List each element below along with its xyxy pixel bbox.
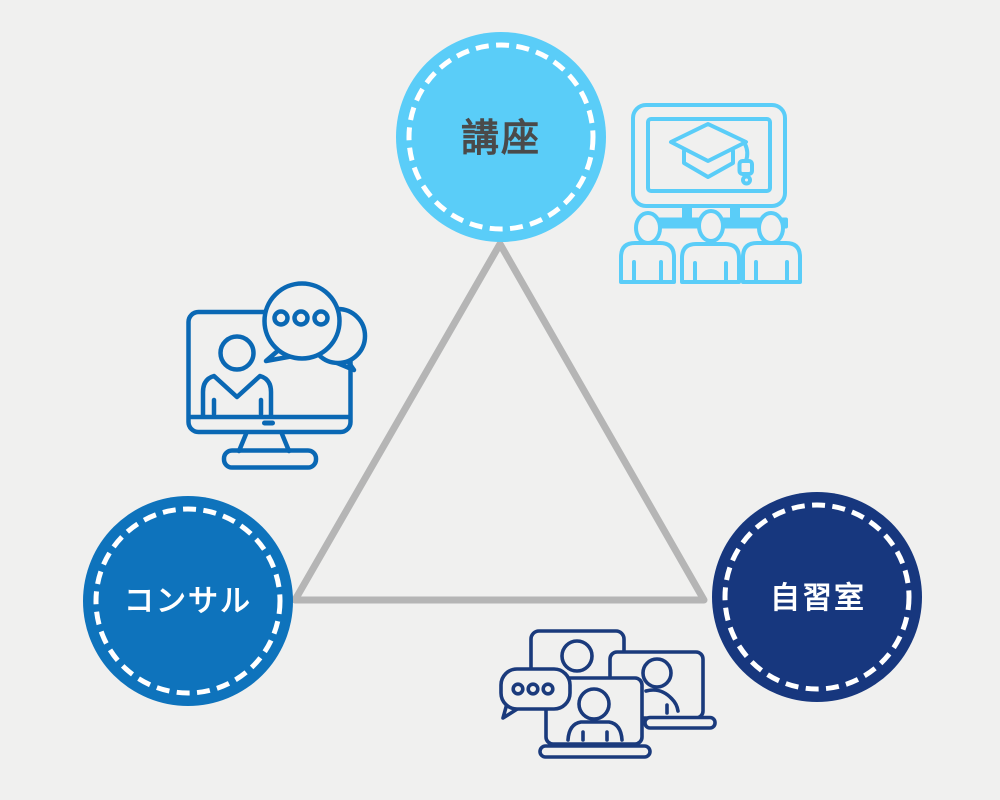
attendee-right <box>741 211 802 284</box>
power-dash <box>262 420 275 426</box>
dashed-ring <box>722 502 912 692</box>
node-label-consulting: コンサル <box>124 585 252 618</box>
node-course-circle <box>396 32 606 242</box>
front-laptop <box>538 676 652 759</box>
person <box>200 334 274 418</box>
monitor-stand <box>221 431 319 470</box>
node-study-room-circle <box>712 492 922 702</box>
attendee-left <box>619 211 676 284</box>
node-label-course: 講座 <box>460 118 542 160</box>
dashed-ring <box>406 42 596 232</box>
node-consulting-circle <box>83 496 293 706</box>
triangle-connector <box>291 240 708 604</box>
monitor-frame <box>631 103 787 208</box>
graduation-cap-icon <box>669 122 754 186</box>
chat-bubble-icon <box>499 667 572 720</box>
attendee-center <box>680 209 741 284</box>
speech-bubbles-icon <box>262 281 368 373</box>
webinar-icon <box>619 103 802 284</box>
monitor-screen <box>646 117 772 193</box>
dashed-ring <box>93 506 283 696</box>
online-study-icon <box>499 629 717 759</box>
node-label-study-room: 自習室 <box>770 582 866 615</box>
video-consult-icon <box>186 281 368 470</box>
